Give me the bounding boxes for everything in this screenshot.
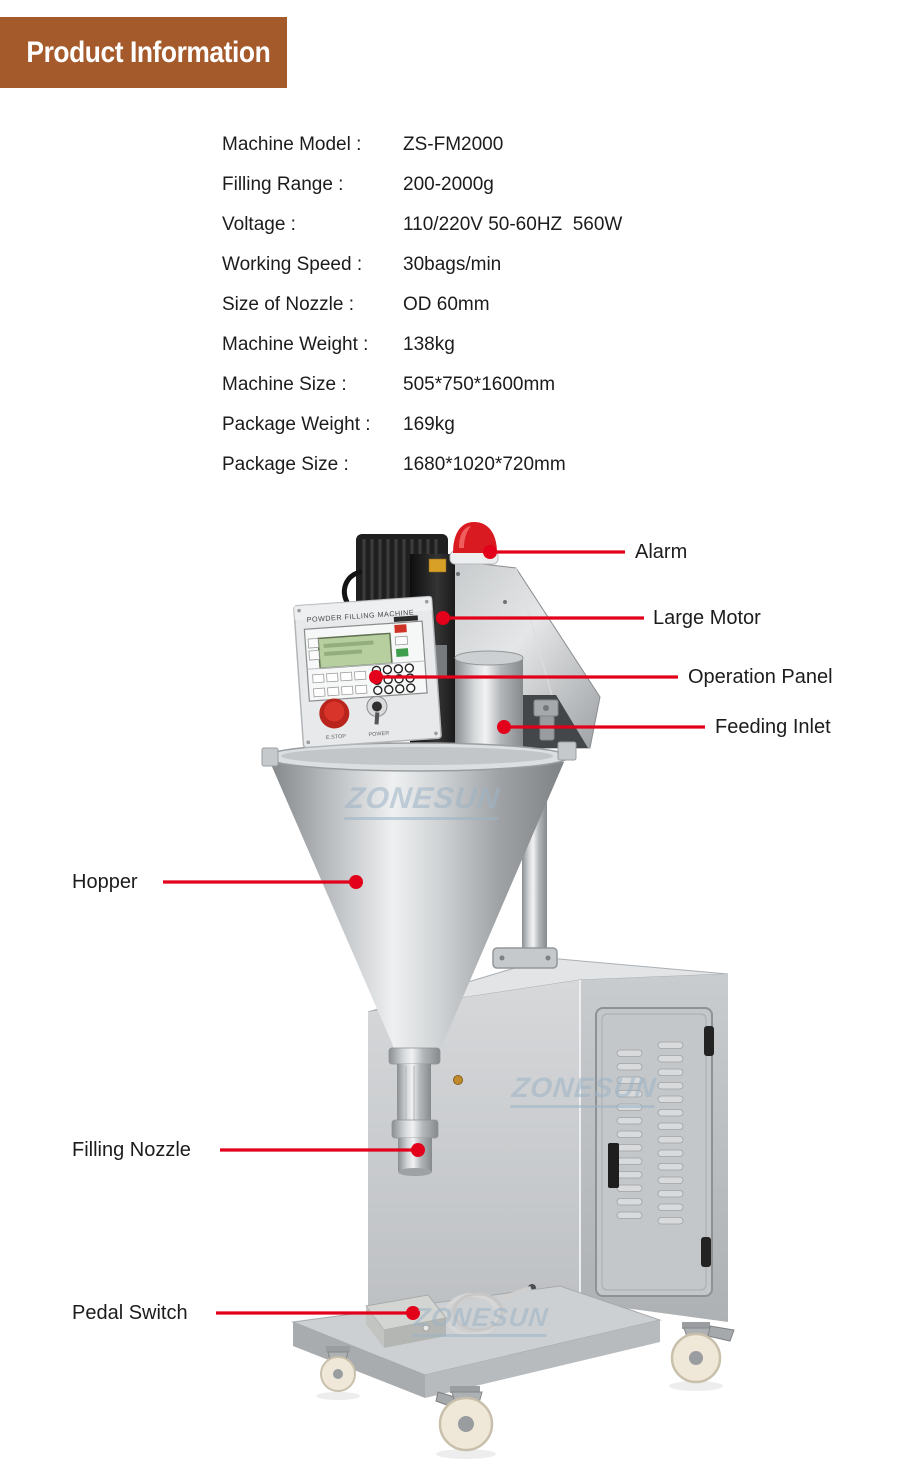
- spec-label: Machine Weight :: [222, 334, 369, 355]
- callout-label-alarm: Alarm: [635, 541, 688, 563]
- watermark-base: ZONESUN: [412, 1302, 550, 1337]
- spec-label: Working Speed :: [222, 254, 363, 275]
- spec-label: Voltage :: [222, 214, 296, 235]
- callout-label-hopper: Hopper: [72, 871, 138, 893]
- spec-label: Size of Nozzle :: [222, 294, 354, 315]
- spec-value: 200-2000g: [403, 174, 494, 195]
- feeding-inlet: [454, 650, 524, 750]
- cabinet: [367, 957, 729, 1330]
- callout-dot-filling-nozzle: [411, 1143, 425, 1157]
- callouts: [163, 545, 705, 1320]
- rim-clamp-left: [261, 747, 279, 767]
- callout-dot-pedal-switch: [406, 1306, 420, 1320]
- key-switch: POWER: [366, 695, 389, 738]
- caster-wheel-right: [670, 1322, 735, 1384]
- watermark-hopper: ZONESUN: [344, 782, 502, 820]
- callout-dot-alarm: [483, 545, 497, 559]
- spec-value: 138kg: [403, 334, 455, 355]
- spec-row-machine-weight: Machine Weight : 138kg: [222, 325, 622, 365]
- spec-label: Package Weight :: [222, 414, 371, 435]
- motor-warning-label: [428, 558, 447, 573]
- power-label: POWER: [368, 731, 389, 738]
- callout-label-operation-panel: Operation Panel: [688, 666, 833, 688]
- spec-value: OD 60mm: [403, 294, 490, 315]
- callout-dot-operation-panel: [369, 670, 383, 684]
- spec-list: Machine Model : ZS-FM2000 Filling Range :…: [222, 125, 622, 485]
- callout-label-pedal-switch: Pedal Switch: [72, 1302, 188, 1324]
- watermark-cabinet: ZONESUN: [510, 1072, 658, 1108]
- spec-row-filling-range: Filling Range : 200-2000g: [222, 165, 622, 205]
- spec-label: Package Size :: [222, 454, 349, 475]
- spec-label: Machine Model :: [222, 134, 362, 155]
- brass-fitting: [453, 1075, 463, 1085]
- door-label: [608, 1143, 619, 1188]
- callout-label-feeding-inlet: Feeding Inlet: [715, 716, 831, 738]
- callout-dot-hopper: [349, 875, 363, 889]
- function-keys: [312, 670, 368, 698]
- page-title: Product Information: [26, 36, 271, 69]
- alarm-light: [449, 522, 499, 565]
- spec-row-voltage: Voltage : 110/220V 50-60HZ 560W: [222, 205, 622, 245]
- callout-label-large-motor: Large Motor: [653, 607, 761, 629]
- cabinet-door: [595, 1007, 714, 1297]
- rim-clamp-right: [557, 741, 577, 761]
- callout-label-filling-nozzle: Filling Nozzle: [72, 1139, 191, 1161]
- spec-value: ZS-FM2000: [403, 134, 504, 155]
- caster-wheel-front: [435, 1386, 494, 1452]
- hopper: [261, 741, 577, 1048]
- estop-label: E.STOP: [326, 734, 347, 741]
- spec-value: 1680*1020*720mm: [403, 454, 566, 475]
- motor-cable: [342, 569, 363, 607]
- spec-row-nozzle-size: Size of Nozzle : OD 60mm: [222, 285, 622, 325]
- spec-label: Machine Size :: [222, 374, 347, 395]
- spec-row-working-speed: Working Speed : 30bags/min: [222, 245, 622, 285]
- door-hinge-top: [704, 1026, 714, 1056]
- spec-row-package-size: Package Size : 1680*1020*720mm: [222, 445, 622, 485]
- spec-value: 169kg: [403, 414, 455, 435]
- callout-dot-feeding-inlet: [497, 720, 511, 734]
- door-hinge-bottom: [701, 1237, 711, 1267]
- spec-label: Filling Range :: [222, 174, 344, 195]
- emergency-stop-button: E.STOP: [319, 698, 350, 741]
- louver-vents: [616, 1041, 684, 1225]
- spec-row-package-weight: Package Weight : 169kg: [222, 405, 622, 445]
- spec-value: 30bags/min: [403, 254, 502, 275]
- spec-row-machine-model: Machine Model : ZS-FM2000: [222, 125, 622, 165]
- spec-value: 505*750*1600mm: [403, 374, 556, 395]
- spec-value: 110/220V 50-60HZ 560W: [403, 214, 623, 235]
- spec-row-machine-size: Machine Size : 505*750*1600mm: [222, 365, 622, 405]
- caster-wheel-left: [320, 1346, 356, 1392]
- callout-dot-large-motor: [436, 611, 450, 625]
- operation-panel: POWDER FILLING MACHINE: [293, 595, 442, 749]
- section-banner: Product Information: [0, 17, 287, 88]
